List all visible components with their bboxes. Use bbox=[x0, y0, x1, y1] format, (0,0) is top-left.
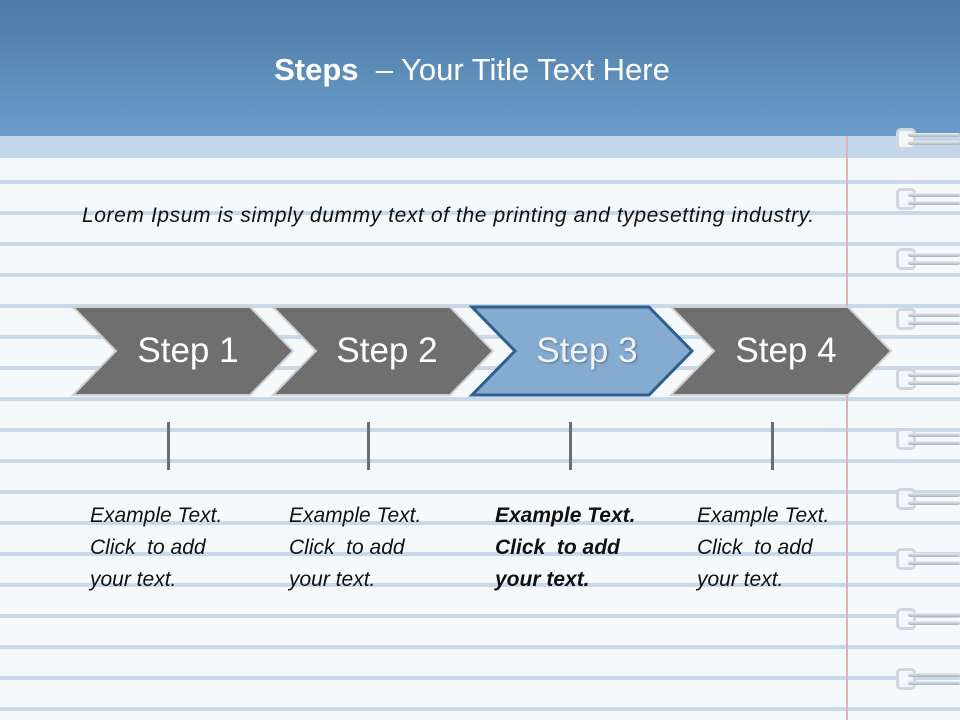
title-bold: Steps bbox=[274, 52, 359, 87]
step-2-label: Step 2 bbox=[336, 331, 438, 370]
step-4-chevron[interactable] bbox=[668, 306, 893, 396]
step-3-connector bbox=[569, 422, 572, 470]
caption-line: Example Text. bbox=[495, 504, 636, 527]
notebook-margin-line bbox=[846, 136, 848, 720]
step-3-chevron[interactable] bbox=[468, 305, 695, 397]
step-2-connector bbox=[367, 422, 370, 470]
step-4-caption[interactable]: Example Text. Click to add your text. bbox=[697, 500, 867, 596]
caption-line: your text. bbox=[495, 568, 590, 591]
step-3-caption[interactable]: Example Text. Click to add your text. bbox=[495, 500, 665, 596]
step-4-connector bbox=[771, 422, 774, 470]
spiral-ring bbox=[896, 426, 960, 454]
title-rest: – Your Title Text Here bbox=[358, 52, 670, 87]
spiral-ring bbox=[896, 486, 960, 514]
step-3-label: Step 3 bbox=[536, 331, 638, 370]
spiral-ring bbox=[896, 306, 960, 334]
caption-line: your text. bbox=[697, 568, 784, 591]
step-2-caption[interactable]: Example Text. Click to add your text. bbox=[289, 500, 459, 596]
spiral-ring bbox=[896, 126, 960, 154]
header-band bbox=[0, 136, 960, 158]
caption-line: Click to add bbox=[289, 536, 405, 559]
spiral-ring bbox=[896, 546, 960, 574]
step-1-label: Step 1 bbox=[137, 331, 239, 370]
step-1-connector bbox=[167, 422, 170, 470]
intro-text: Lorem Ipsum is simply dummy text of the … bbox=[82, 204, 815, 227]
caption-line: Click to add bbox=[697, 536, 813, 559]
title-bar bbox=[0, 0, 960, 136]
step-1-caption[interactable]: Example Text. Click to add your text. bbox=[90, 500, 260, 596]
step-4-label: Step 4 bbox=[735, 331, 837, 370]
caption-line: Click to add bbox=[495, 536, 620, 559]
spiral-ring bbox=[896, 186, 960, 214]
notebook-rings bbox=[892, 120, 960, 720]
spiral-ring bbox=[896, 666, 960, 694]
caption-line: Example Text. bbox=[697, 504, 830, 527]
spiral-ring bbox=[896, 366, 960, 394]
step-2-chevron[interactable] bbox=[270, 306, 495, 396]
caption-line: your text. bbox=[289, 568, 376, 591]
spiral-ring bbox=[896, 246, 960, 274]
page-title: Steps – Your Title Text Here bbox=[0, 52, 944, 88]
caption-line: Example Text. bbox=[289, 504, 422, 527]
caption-line: Example Text. bbox=[90, 504, 223, 527]
caption-line: Click to add bbox=[90, 536, 206, 559]
step-1-chevron[interactable] bbox=[70, 306, 295, 396]
caption-line: your text. bbox=[90, 568, 177, 591]
spiral-ring bbox=[896, 606, 960, 634]
